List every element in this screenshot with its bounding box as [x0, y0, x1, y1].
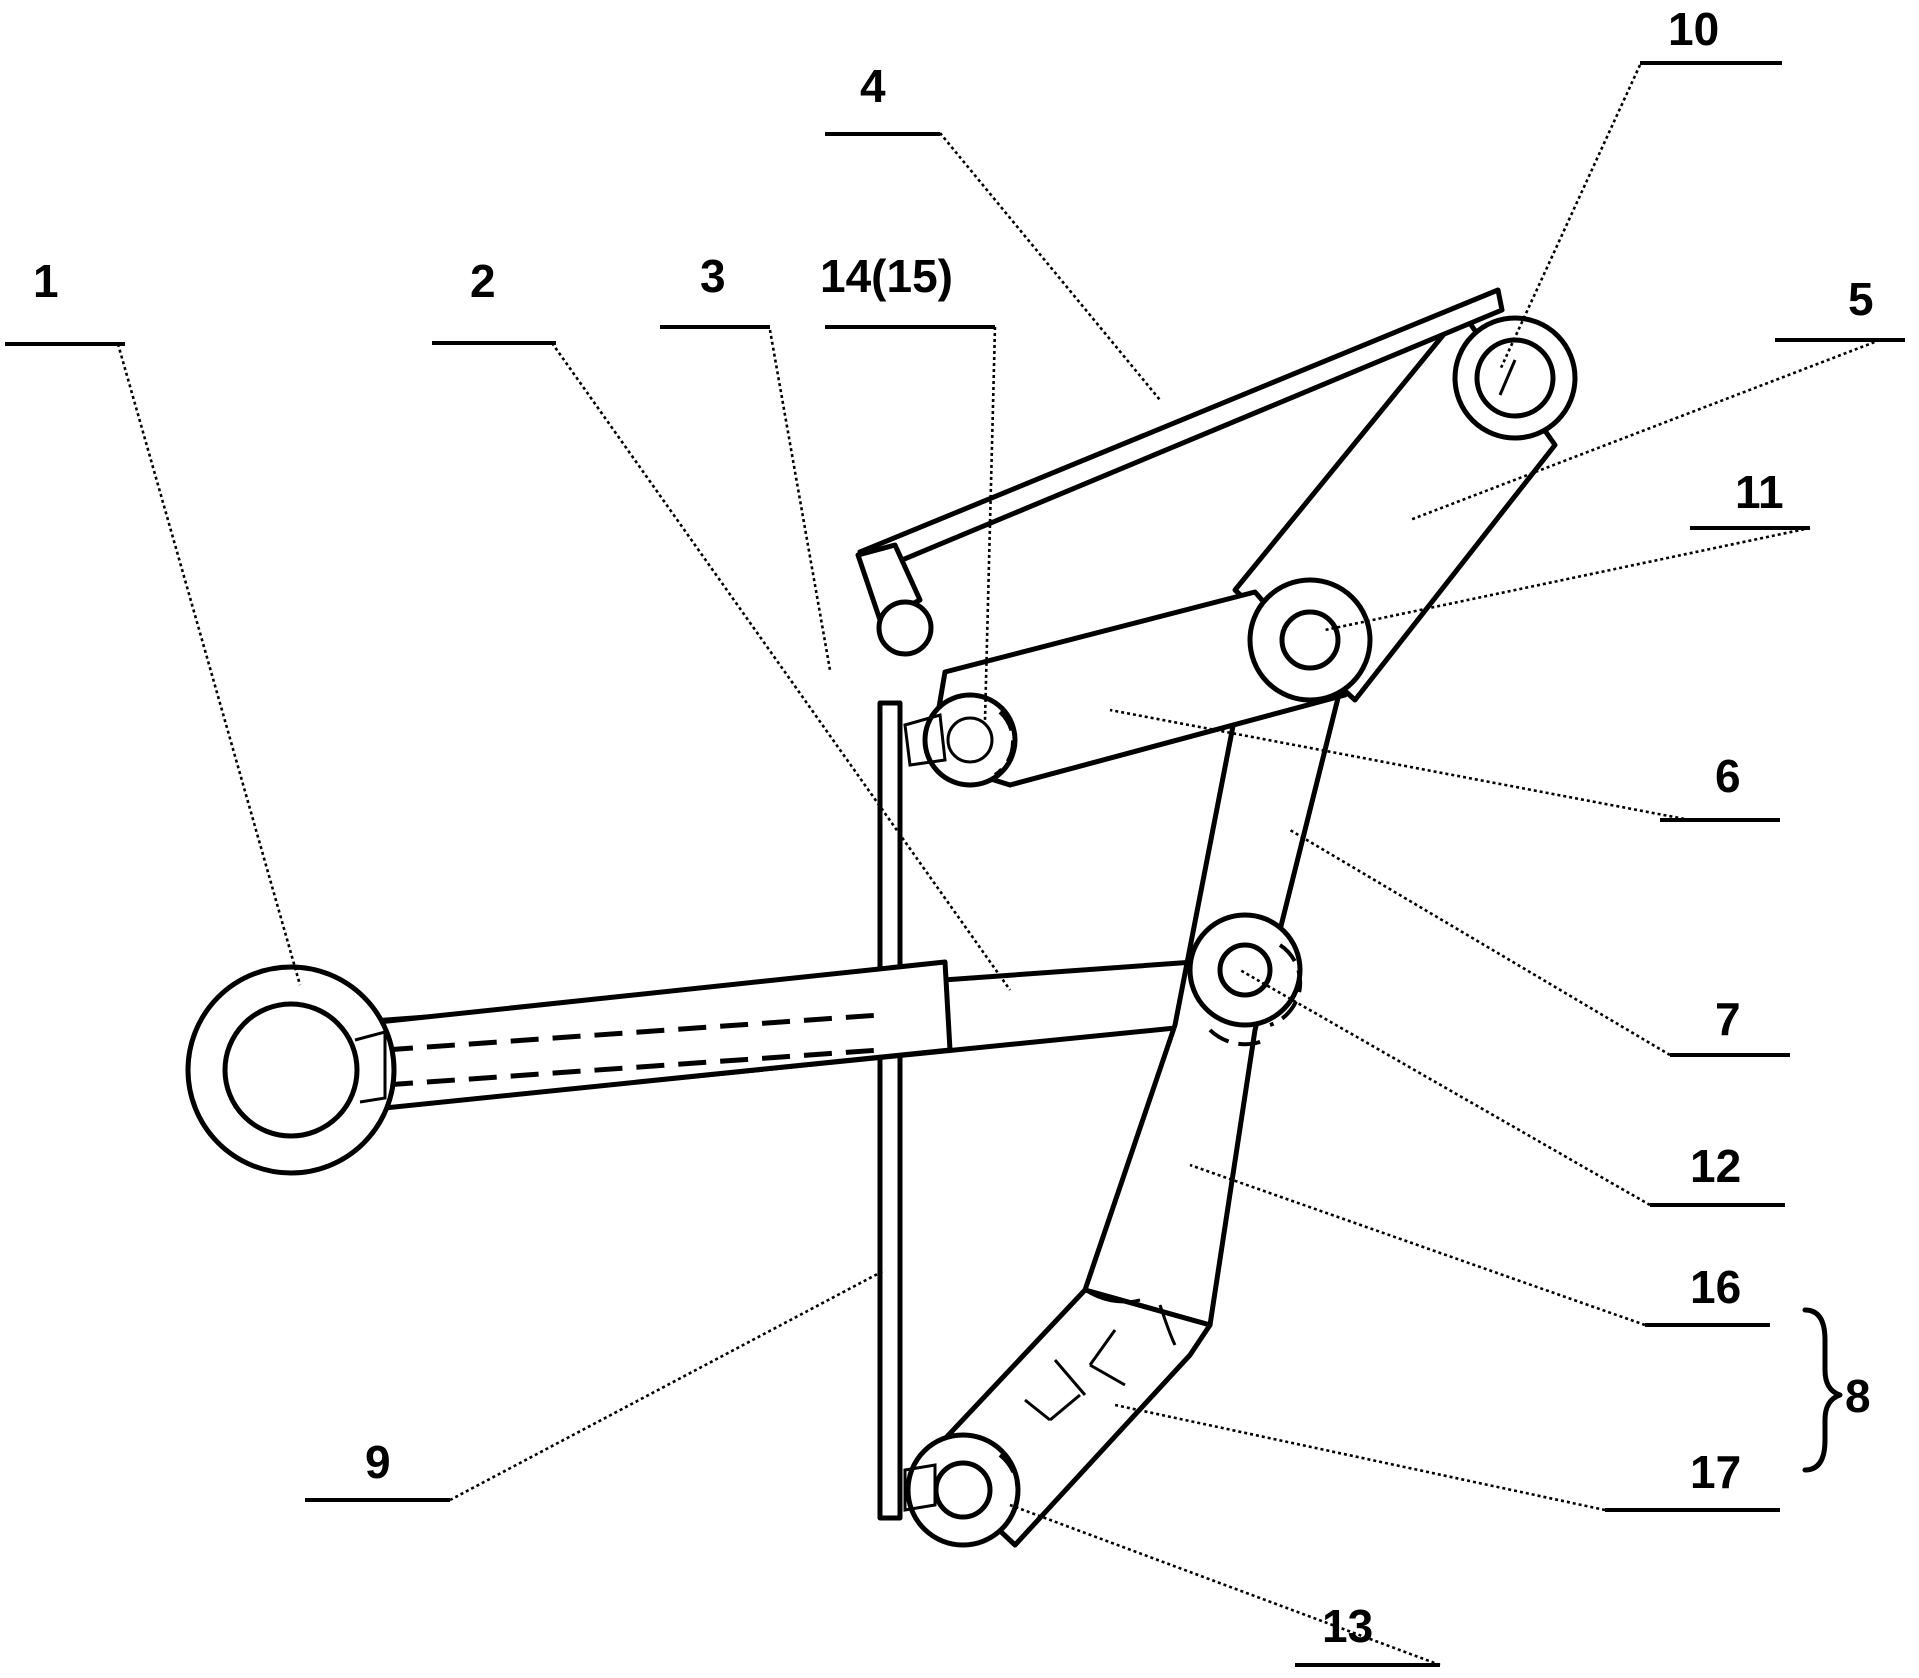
label-14-15: 14(15): [820, 250, 953, 302]
left-ring-joint: [185, 964, 397, 1176]
label-4: 4: [860, 60, 886, 112]
vertical-frame-bar: [877, 700, 903, 1521]
label-12: 12: [1690, 1140, 1741, 1192]
label-2: 2: [470, 255, 496, 307]
label-5: 5: [1848, 273, 1874, 325]
pivot-joint-13: [903, 1432, 1021, 1548]
label-11: 11: [1735, 466, 1784, 518]
pivot-joint-14: [903, 692, 1018, 788]
brace-8: [1802, 1307, 1843, 1473]
label-8: 8: [1845, 1370, 1871, 1422]
label-6: 6: [1715, 750, 1741, 802]
label-9: 9: [365, 1436, 391, 1488]
label-17: 17: [1690, 1446, 1741, 1498]
leader-lines: [116, 64, 1881, 1667]
pivot-joint-11: [1247, 577, 1373, 703]
bent-arm-assembly: [922, 687, 1343, 1548]
label-13: 13: [1322, 1600, 1373, 1652]
part-labels: 1 2 3 14(15) 4 10 5 11 6 7 12 16 8 17 9 …: [33, 3, 1874, 1652]
label-16: 16: [1690, 1261, 1741, 1313]
pivot-joint-10: [1452, 315, 1578, 441]
small-pin-joint-3: [876, 599, 934, 657]
label-10: 10: [1668, 3, 1719, 55]
label-shelves: [5, 61, 1905, 1667]
connecting-rod: [327, 955, 1258, 1115]
label-7: 7: [1715, 993, 1741, 1045]
pivot-joint-12: [1187, 912, 1303, 1047]
label-3: 3: [700, 250, 726, 302]
label-1: 1: [33, 255, 59, 307]
